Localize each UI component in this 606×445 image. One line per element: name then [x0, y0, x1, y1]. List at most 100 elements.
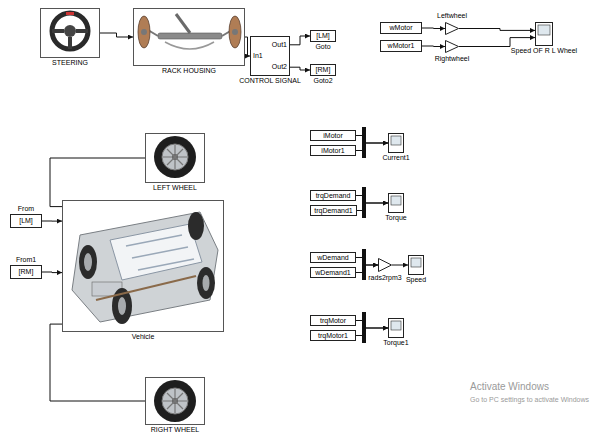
- block-text: trqDemand: [316, 192, 351, 200]
- block-name: Speed OF R L Wheel: [511, 47, 577, 55]
- wheel-picture: [154, 136, 196, 178]
- vehicle-chassis-picture: [188, 212, 204, 240]
- signal-line: [459, 38, 535, 47]
- gain-triangle-outline: [379, 259, 392, 272]
- signal-line: [356, 258, 378, 266]
- wheel-block: RIGHT WHEEL: [145, 377, 205, 425]
- wheel-picture: [154, 380, 196, 422]
- wheel-picture: [154, 136, 196, 178]
- rack-housing-picture: [165, 42, 214, 49]
- gain-triangle-outline: [446, 23, 459, 35]
- block-text: iMotor1: [321, 147, 344, 155]
- steering-wheel-picture: [52, 13, 88, 49]
- vehicle-chassis-picture: [118, 297, 126, 315]
- block-text: Out2: [272, 63, 287, 71]
- block-text: trqMotor1: [318, 332, 348, 340]
- mux-bar: [362, 127, 366, 343]
- block-name: Current1: [382, 154, 409, 162]
- wheel-block: LEFT WHEEL: [145, 133, 205, 183]
- block-name: rads2rpm3: [368, 274, 401, 282]
- block-text: trqDemand1: [314, 207, 353, 215]
- vehicle-block: Vehicle: [62, 200, 224, 332]
- vehicle-chassis-picture: [72, 212, 218, 322]
- vehicle-chassis-picture: [126, 235, 194, 270]
- block-name: From: [18, 205, 34, 213]
- signal-line: [422, 46, 445, 48]
- from-tag: [LM]From: [10, 214, 42, 228]
- signal-line: [356, 196, 388, 204]
- block-text: trqMotor: [320, 317, 346, 325]
- signal-line: [422, 28, 445, 30]
- steering-wheel-picture: [52, 31, 88, 49]
- block-name: RACK HOUSING: [162, 67, 216, 75]
- gain-triangle: [445, 22, 459, 35]
- signal-line: [42, 272, 62, 274]
- vehicle-chassis-picture: [72, 212, 218, 324]
- rack-housing-picture: [176, 14, 190, 33]
- from-tag: [RM]From1: [10, 265, 42, 279]
- block-text: wMotor: [390, 24, 413, 32]
- from-workspace-block: trqDemand: [310, 190, 356, 201]
- scope-block: Speed OF R L Wheel: [535, 22, 553, 46]
- wheel-picture: [162, 388, 188, 414]
- gain-block: Rightwheel: [445, 40, 459, 53]
- subsystem-block: In1Out1Out2CONTROL SIGNAL: [250, 36, 290, 76]
- signal-line: [356, 321, 388, 329]
- from-workspace-block: trqMotor: [310, 315, 356, 326]
- block-text: [RM]: [316, 66, 331, 74]
- signal-line: [357, 203, 388, 211]
- rack-housing-picture: [158, 33, 222, 39]
- scope-screens: [411, 258, 421, 267]
- scope-block: Current1: [388, 133, 404, 153]
- signal-line: [290, 36, 310, 45]
- scope-block: Torque1: [388, 318, 404, 338]
- scope-screens: [391, 25, 550, 330]
- vehicle-chassis-picture: [203, 275, 210, 291]
- block-name: Goto: [315, 43, 330, 51]
- vehicle-chassis-picture: [197, 267, 215, 299]
- vehicle-chassis-picture: [84, 253, 92, 271]
- from-workspace-block: wDemand1: [310, 267, 356, 278]
- rack-housing-picture: [138, 16, 150, 48]
- vehicle-chassis-picture: [79, 245, 97, 279]
- goto-tag: [RM]Goto2: [310, 64, 336, 76]
- block-name: CONTROL SIGNAL: [239, 77, 301, 85]
- steering-wheel-picture: [52, 12, 88, 49]
- scope-screens: [391, 321, 401, 330]
- block-text: Out1: [272, 41, 287, 49]
- signal-line: [459, 29, 535, 31]
- steering-wheel-picture: [66, 12, 74, 15]
- block-text: [RM]: [19, 268, 34, 276]
- from-workspace-block: wMotor: [380, 22, 422, 34]
- signal-line: [42, 221, 62, 222]
- from-workspace-block: trqDemand1: [310, 205, 357, 216]
- scope-block: Torque: [388, 193, 404, 213]
- block-name: RIGHT WHEEL: [151, 426, 200, 434]
- block-name: From1: [16, 256, 36, 264]
- from-workspace-block: iMotor1: [310, 145, 356, 156]
- watermark: Go to PC settings to activate Windows: [470, 396, 589, 403]
- block-text: [LM]: [316, 32, 330, 40]
- block-text: iMotor: [323, 132, 342, 140]
- from-workspace-block: trqMotor1: [310, 330, 356, 341]
- wheel-picture: [154, 380, 196, 422]
- block-name: Torque: [385, 214, 406, 222]
- wheel-picture: [163, 389, 187, 413]
- gain-triangle-outline: [446, 41, 459, 53]
- signal-line: [356, 328, 388, 336]
- vehicle-chassis-picture: [110, 224, 202, 280]
- rack-housing-picture: [229, 16, 241, 48]
- block-text: [LM]: [19, 217, 33, 225]
- rack-housing-picture: [232, 29, 238, 35]
- rack-housing-picture: [148, 30, 232, 36]
- scope-screens: [538, 25, 550, 35]
- signal-line: [290, 67, 310, 70]
- block-name: STEERING: [52, 59, 88, 67]
- block-name: Vehicle: [132, 333, 155, 341]
- signal-line: [392, 265, 408, 266]
- from-workspace-block: iMotor: [310, 130, 356, 141]
- from-workspace-block: wMotor1: [380, 40, 422, 52]
- block-name: Rightwheel: [435, 55, 470, 63]
